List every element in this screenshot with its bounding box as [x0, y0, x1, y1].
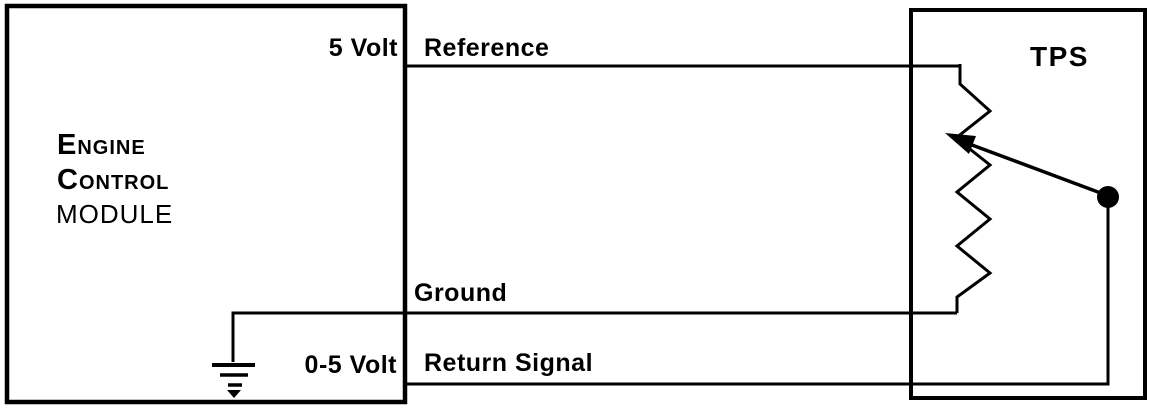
ecm-pin-0-5v-label: 0-5 Volt — [304, 351, 397, 379]
wiper-arrowhead — [945, 133, 976, 154]
ground-symbol-icon — [212, 363, 255, 398]
wiper-arrow-shaft — [971, 143, 1107, 197]
tps-box-outline — [909, 8, 1147, 400]
return-signal-wire — [405, 207, 1110, 386]
ground-wire-label: Ground — [414, 279, 508, 307]
ecm-pin-5v-label: 5 Volt — [328, 34, 398, 62]
ecm-box-outline — [4, 3, 408, 405]
reference-wire-label: Reference — [424, 34, 550, 62]
ground-wire — [231, 311, 957, 362]
ecm-label-engine: Engine — [57, 129, 146, 161]
ecm-label-module: MODULE — [56, 199, 174, 229]
tps-title: TPS — [1030, 41, 1089, 72]
ground-tip — [227, 390, 241, 398]
return-signal-wire-label: Return Signal — [424, 349, 594, 377]
wiper-contact-dot — [1097, 186, 1119, 208]
wiper-arrow-icon — [945, 133, 1119, 208]
ecm-label-control: Control — [57, 164, 170, 196]
resistor-icon — [953, 64, 993, 313]
